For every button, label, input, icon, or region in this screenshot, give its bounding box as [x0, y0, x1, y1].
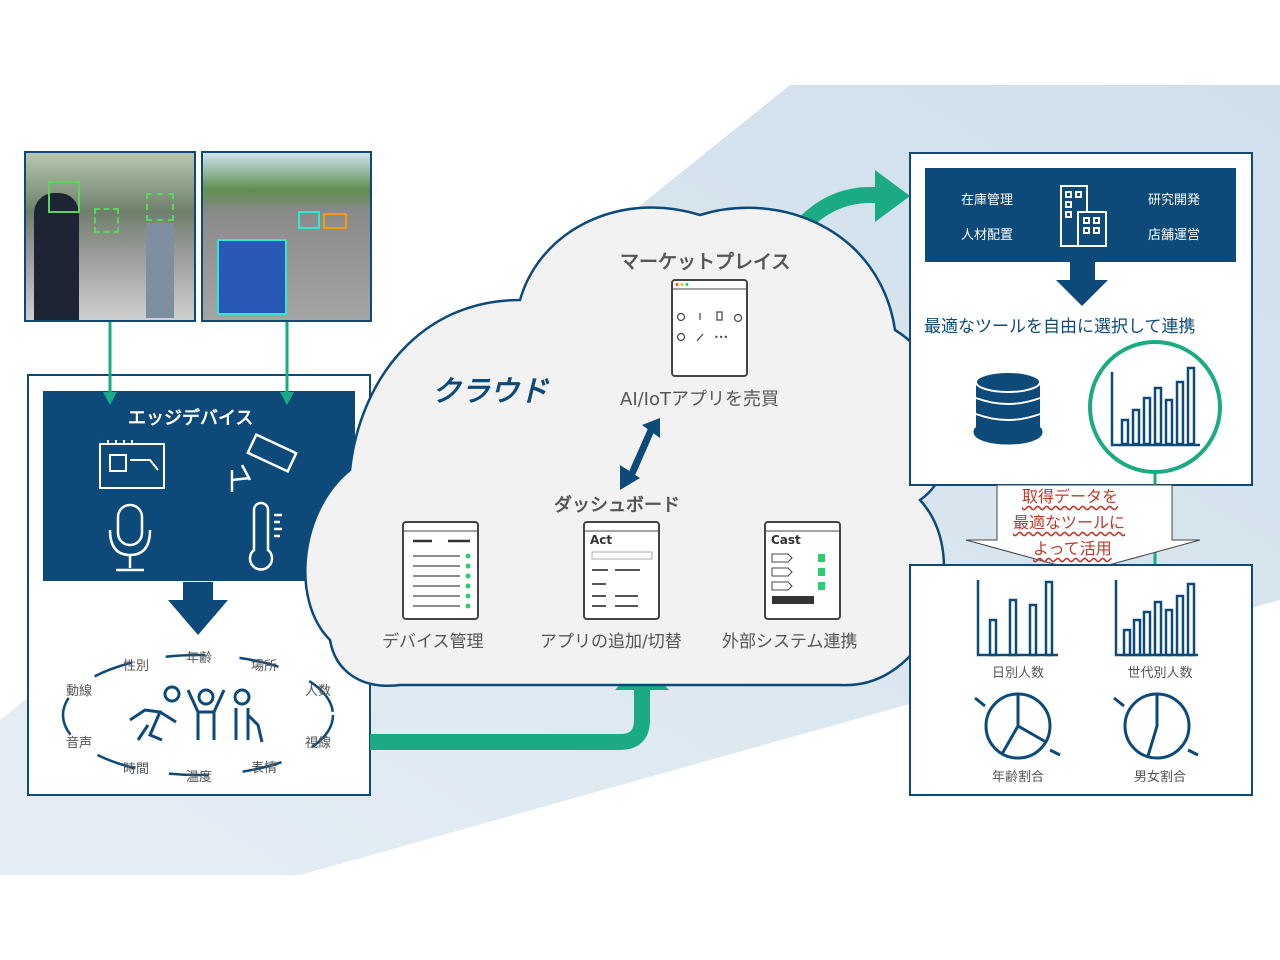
selected-chart-icon — [1088, 340, 1222, 474]
attr-age: 年齢 — [185, 651, 213, 666]
attr-temperature: 温度 — [185, 770, 213, 785]
attr-place: 場所 — [250, 659, 278, 674]
thermometer-icon — [248, 501, 282, 571]
act-header: Act — [590, 533, 613, 547]
edge-device-panel — [43, 391, 355, 581]
microphone-icon — [108, 503, 152, 572]
attr-time: 時間 — [122, 762, 150, 777]
face-detection-photo — [24, 151, 196, 322]
item-store: 店舗運営 — [1148, 228, 1201, 243]
chart-label-age: 年齢割合 — [991, 770, 1045, 785]
edge-device-title: エッジデバイス — [128, 408, 254, 429]
external-system-window-icon — [764, 521, 841, 620]
usage-line-1: 取得データを — [1022, 487, 1119, 506]
enterprise-caption: 最適なツールを自由に選択して連携 — [924, 317, 1196, 337]
marketplace-window-icon: ••• — [671, 279, 748, 377]
marketplace-caption: AI/IoTアプリを売買 — [620, 389, 780, 410]
svg-text:•••: ••• — [714, 333, 728, 342]
marketplace-title: マーケットプレイス — [620, 251, 791, 273]
device-management-window-icon — [402, 521, 479, 620]
usage-line-3: よって活用 — [1033, 539, 1112, 558]
usage-line-2: 最適なツールに — [1013, 513, 1126, 532]
chart-label-generation: 世代別人数 — [1127, 666, 1193, 681]
gender-pie-icon — [1113, 692, 1199, 760]
analytics-box — [909, 564, 1253, 796]
app-switch-window-icon — [583, 521, 660, 620]
cast-header: Cast — [771, 533, 801, 547]
attr-voice: 音声 — [65, 736, 93, 751]
attr-movement: 動線 — [65, 684, 93, 699]
device-management-caption: デバイス管理 — [382, 632, 484, 652]
database-icon — [973, 371, 1043, 445]
attr-gaze: 視線 — [304, 736, 332, 751]
chart-label-daily: 日別人数 — [991, 666, 1045, 681]
attribute-ellipse — [61, 653, 335, 777]
generation-chart-icon — [1114, 580, 1198, 657]
edge-to-cloud-arrow — [370, 685, 650, 750]
bidirectional-arrow-icon — [620, 418, 660, 490]
attr-expression: 表情 — [250, 761, 278, 776]
external-system-caption: 外部システム連携 — [722, 632, 858, 652]
app-switch-caption: アプリの追加/切替 — [540, 632, 682, 652]
attr-gender: 性別 — [122, 659, 150, 674]
usage-arrow — [965, 484, 1201, 573]
security-camera-icon — [230, 432, 298, 492]
vehicle-detection-photo — [201, 151, 372, 322]
item-rnd: 研究開発 — [1148, 193, 1201, 208]
building-icon — [1060, 185, 1107, 247]
dashboard-title: ダッシュボード — [554, 495, 680, 516]
age-pie-icon — [974, 692, 1061, 760]
down-arrow — [1056, 262, 1108, 306]
item-inventory: 在庫管理 — [961, 193, 1014, 208]
daily-chart-icon — [976, 580, 1058, 657]
cloud-title: クラウド — [432, 374, 549, 408]
people-icon — [129, 685, 264, 743]
green-arrows — [103, 321, 294, 405]
down-arrow — [168, 582, 228, 635]
chart-label-gender: 男女割合 — [1133, 770, 1187, 785]
item-staffing: 人材配置 — [961, 228, 1014, 243]
attr-count: 人数 — [304, 684, 332, 699]
chip-icon — [99, 440, 165, 489]
